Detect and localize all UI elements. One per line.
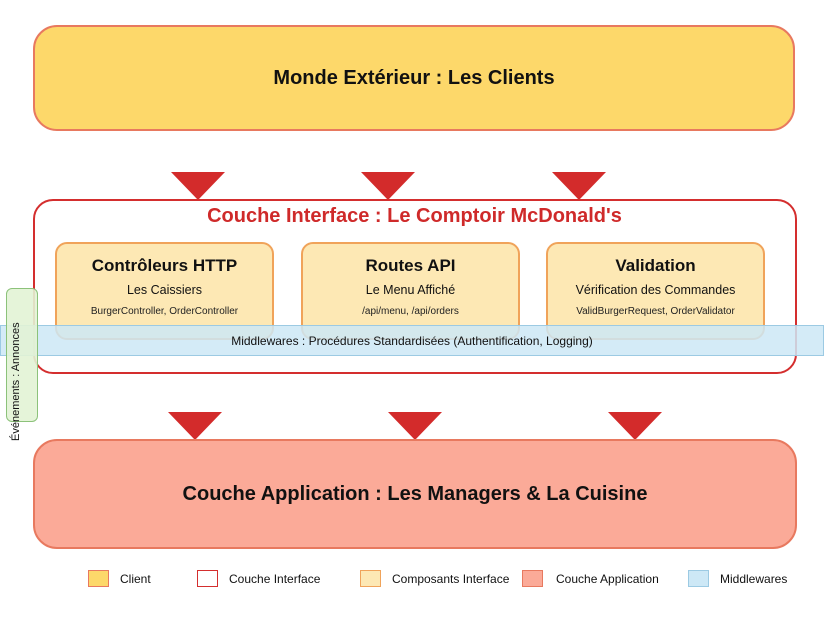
legend-label-application: Couche Application <box>556 572 659 586</box>
middleware-band: Middlewares : Procédures Standardisées (… <box>0 325 824 356</box>
arrow-down-icon <box>388 412 442 440</box>
events-label: Événements : Annonces <box>10 322 22 441</box>
legend-swatch-interface <box>197 570 218 587</box>
legend-label-components: Composants Interface <box>392 572 510 586</box>
component-validation: Validation Vérification des Commandes Va… <box>546 242 765 340</box>
outer-world-title: Monde Extérieur : Les Clients <box>273 66 555 89</box>
arrow-down-icon <box>608 412 662 440</box>
interface-layer-title: Couche Interface : Le Comptoir McDonald'… <box>207 205 622 227</box>
legend-label-interface: Couche Interface <box>229 572 321 586</box>
legend-swatch-components <box>360 570 381 587</box>
component-title: Validation <box>615 256 696 275</box>
component-subtitle: Le Menu Affiché <box>365 283 456 297</box>
legend-swatch-client <box>88 570 109 587</box>
component-api-routes: Routes API Le Menu Affiché /api/menu, /a… <box>301 242 520 340</box>
middleware-label: Middlewares : Procédures Standardisées (… <box>231 333 593 348</box>
legend-label-client: Client <box>120 572 151 586</box>
arrow-down-icon <box>361 172 415 200</box>
arrow-down-icon <box>168 412 222 440</box>
application-layer-title: Couche Application : Les Managers & La C… <box>182 482 648 505</box>
component-subtitle: Les Caissiers <box>126 283 203 297</box>
component-subtitle: Vérification des Commandes <box>575 283 736 297</box>
component-http-controllers: Contrôleurs HTTP Les Caissiers BurgerCon… <box>55 242 274 340</box>
component-title: Contrôleurs HTTP <box>91 256 238 275</box>
events-box <box>6 288 38 422</box>
component-detail: ValidBurgerRequest, OrderValidator <box>576 306 735 317</box>
application-layer-box: Couche Application : Les Managers & La C… <box>33 439 797 549</box>
outer-world-box: Monde Extérieur : Les Clients <box>33 25 795 131</box>
arrow-down-icon <box>552 172 606 200</box>
legend-swatch-application <box>522 570 543 587</box>
legend-label-middlewares: Middlewares <box>720 572 788 586</box>
component-title: Routes API <box>365 256 456 275</box>
component-detail: /api/menu, /api/orders <box>362 306 459 317</box>
component-detail: BurgerController, OrderController <box>90 306 239 317</box>
legend-swatch-middlewares <box>688 570 709 587</box>
arrow-down-icon <box>171 172 225 200</box>
